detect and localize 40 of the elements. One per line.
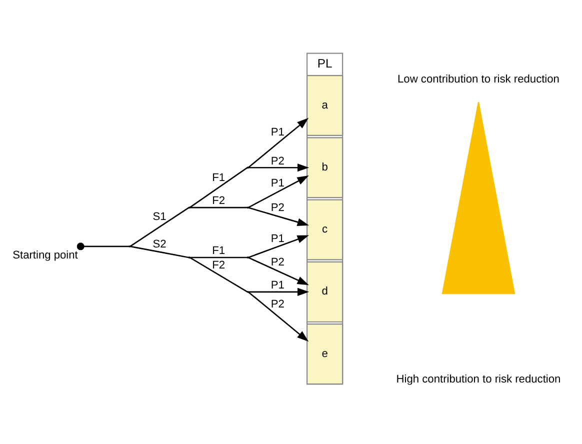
node-point: [246, 256, 249, 258]
arrow: [248, 235, 309, 258]
connector: [130, 246, 189, 258]
edge-label: F1: [212, 172, 226, 184]
edge-label: P2: [270, 155, 284, 168]
connector: [84, 246, 130, 248]
arrow: [248, 164, 310, 172]
node-point: [246, 166, 249, 169]
node-point: [76, 242, 84, 250]
node-point: [246, 290, 249, 293]
edge-label: P2: [270, 256, 284, 268]
edge-label: F2: [212, 260, 226, 272]
label: High contribution to risk reduction: [396, 373, 561, 386]
node-box: e: [306, 324, 344, 385]
node-label: Starting point: [12, 249, 78, 262]
edge-label: S1: [152, 210, 166, 223]
node-box: a: [306, 74, 344, 136]
node-point: [128, 245, 131, 248]
node-box: d: [306, 261, 344, 322]
edge-label: P2: [270, 298, 284, 310]
arrow: [248, 206, 309, 226]
edge-label: P1: [270, 280, 284, 292]
edge-label: P1: [270, 177, 284, 190]
connector: [190, 206, 248, 208]
node-box: c: [306, 199, 344, 260]
edge-label: P1: [270, 232, 284, 245]
edge-label: S2: [152, 238, 166, 251]
arrow: [248, 256, 309, 286]
edge-label: F2: [212, 195, 226, 208]
arrow: [248, 288, 310, 296]
node-point: [246, 206, 249, 209]
connector: [190, 256, 248, 258]
edge-label: P2: [270, 202, 284, 214]
label: Low contribution to risk reduction: [398, 74, 560, 86]
edge-label: F1: [212, 245, 226, 258]
node-triangle: [442, 102, 516, 294]
node-box: b: [306, 137, 344, 198]
edge-label: P1: [270, 126, 284, 138]
node-point: [188, 206, 190, 209]
node-point: [188, 256, 190, 258]
